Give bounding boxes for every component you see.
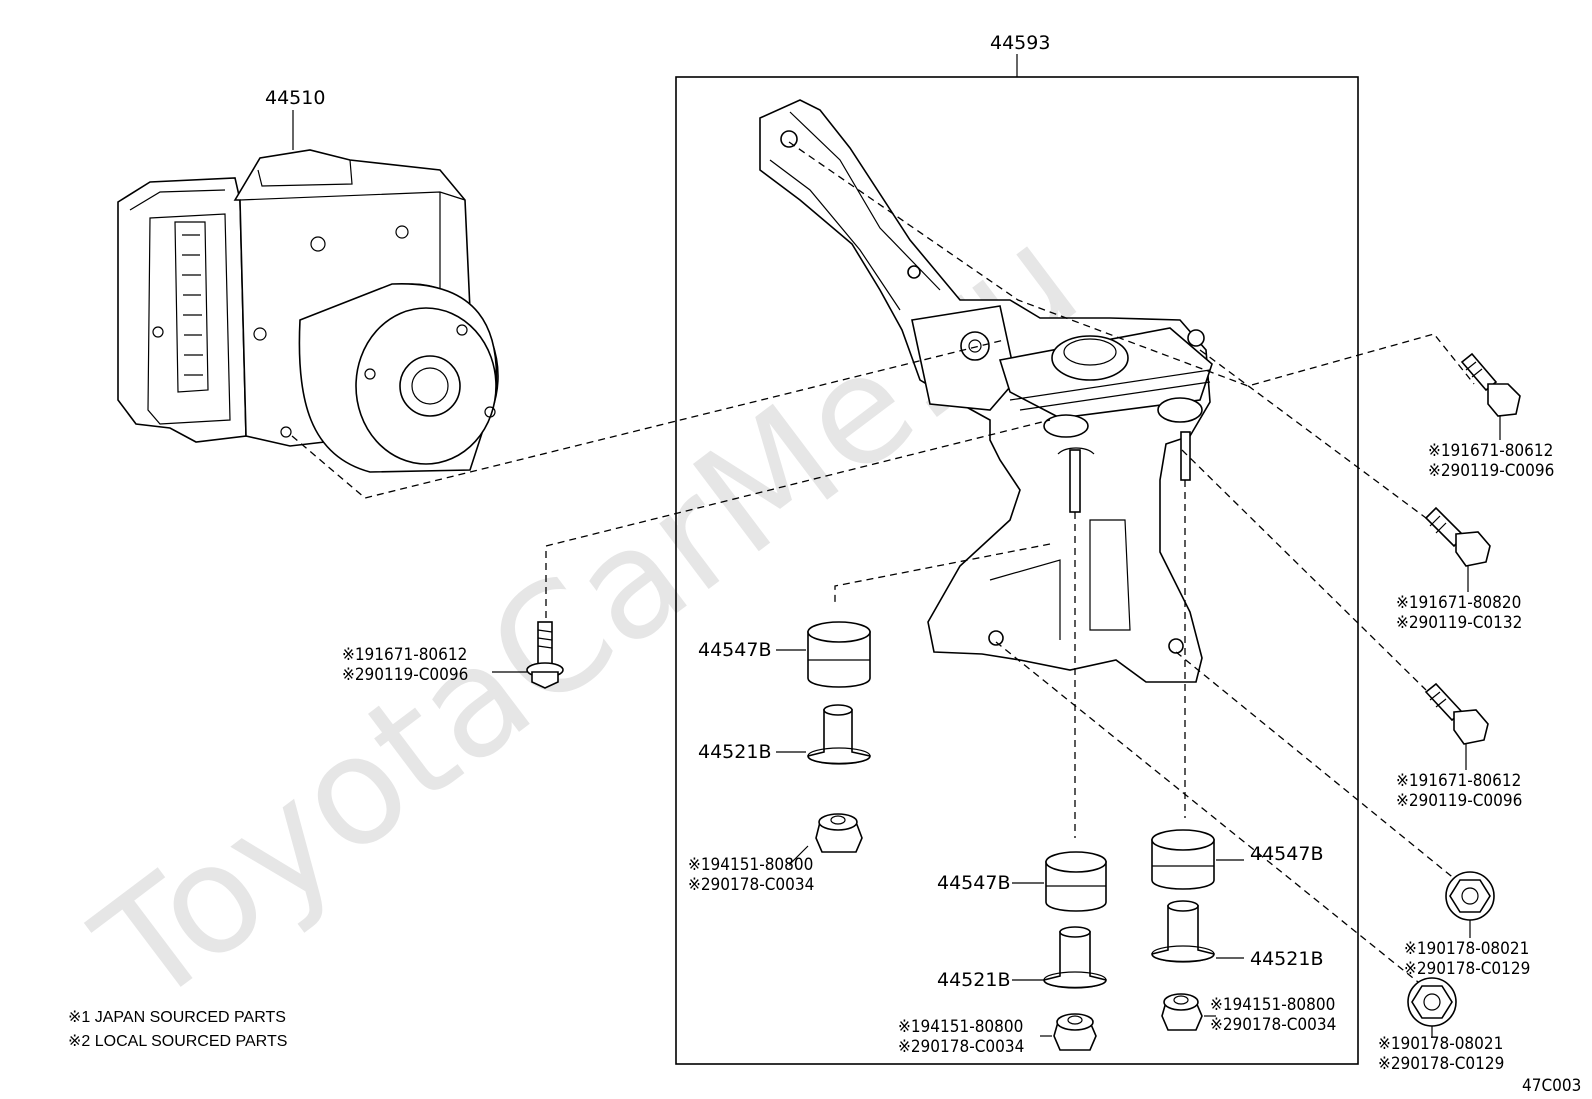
collar-1 [776, 704, 871, 765]
bolt-label-3: ※191671-80612 [1428, 441, 1553, 461]
flange-nut-2 [1407, 977, 1457, 1038]
note-local-sourced: ※2 LOCAL SOURCED PARTS [68, 1033, 287, 1050]
cushion-label-3: 44547B [1250, 843, 1323, 865]
bolt-label-6: ※290119-C0132 [1396, 613, 1522, 633]
diagram-code: 47C003 [1522, 1076, 1581, 1096]
cushion-2 [1012, 851, 1107, 912]
bolt-label-7: ※191671-80612 [1396, 771, 1521, 791]
collar-2 [1012, 926, 1107, 989]
small-nut-label-5: ※194151-80800 [1210, 995, 1335, 1015]
assembly-lines [291, 141, 1475, 983]
cushion-label-1: 44547B [698, 639, 771, 661]
small-nut-label-1: ※194151-80800 [688, 855, 813, 875]
note-japan-sourced: ※1 JAPAN SOURCED PARTS [68, 1009, 286, 1026]
assembly-number: 44593 [990, 32, 1050, 54]
abs-actuator-unit: 44510 [117, 87, 499, 473]
collar-label-2: 44521B [937, 969, 1010, 991]
small-nut-1 [789, 813, 863, 866]
nut-label-4: ※290178-C0129 [1378, 1054, 1504, 1074]
cushion-3 [1151, 829, 1244, 890]
connector-pins [152, 221, 209, 393]
bolt-label-1: ※191671-80612 [342, 645, 467, 665]
bolt-right-3 [1424, 682, 1489, 770]
bolt-label-8: ※290119-C0096 [1396, 791, 1522, 811]
bolt-right-2 [1424, 506, 1491, 592]
bracket [759, 99, 1213, 683]
bolt-label-4: ※290119-C0096 [1428, 461, 1554, 481]
bolt-right-1 [1460, 352, 1521, 440]
small-nut-label-6: ※290178-C0034 [1210, 1015, 1336, 1035]
bolt-label-5: ※191671-80820 [1396, 593, 1521, 613]
bolt-left [492, 621, 564, 689]
cushion-1 [776, 621, 871, 688]
cushion-label-2: 44547B [937, 872, 1010, 894]
flange-nut-1 [1445, 871, 1495, 938]
nut-label-3: ※190178-08021 [1378, 1034, 1503, 1054]
small-nut-2 [1040, 1013, 1097, 1051]
small-nut-3 [1161, 993, 1216, 1031]
collar-label-1: 44521B [698, 741, 771, 763]
nut-label-2: ※290178-C0129 [1404, 959, 1530, 979]
nut-label-1: ※190178-08021 [1404, 939, 1529, 959]
small-nut-label-2: ※290178-C0034 [688, 875, 814, 895]
abs-unit-number: 44510 [265, 87, 325, 109]
bolt-label-2: ※290119-C0096 [342, 665, 468, 685]
collar-3 [1151, 900, 1244, 963]
collar-label-3: 44521B [1250, 948, 1323, 970]
small-nut-label-3: ※194151-80800 [898, 1017, 1023, 1037]
small-nut-label-4: ※290178-C0034 [898, 1037, 1024, 1057]
